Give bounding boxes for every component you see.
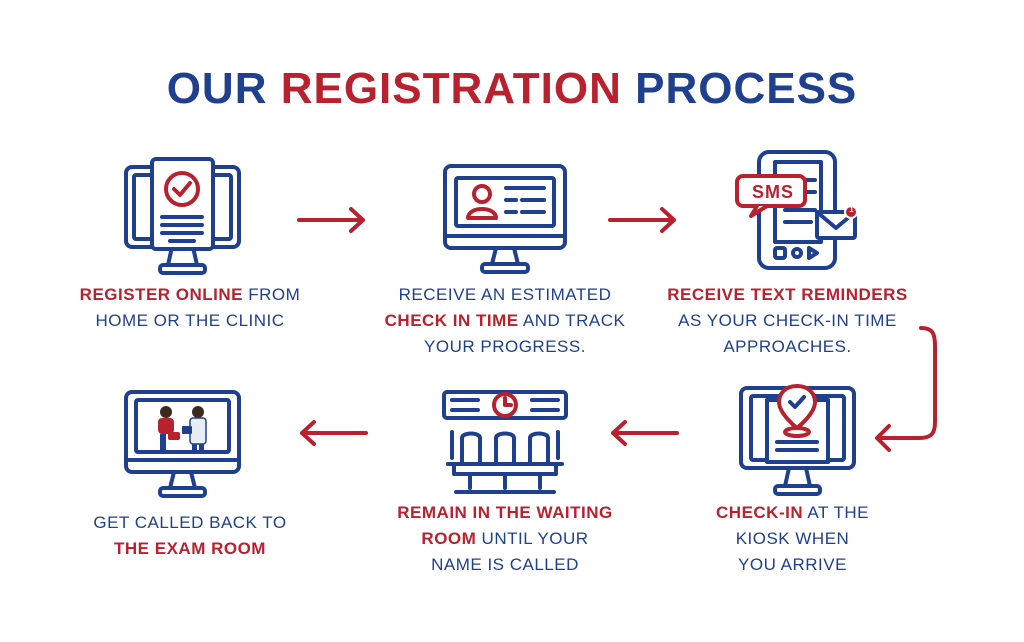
step-3-caption: RECEIVE TEXT REMINDERS AS YOUR CHECK-IN … — [650, 282, 925, 360]
step-4-caption: CHECK-IN AT THE KIOSK WHEN YOU ARRIVE — [680, 500, 905, 578]
step-3-highlight: RECEIVE TEXT REMINDERS — [667, 285, 908, 304]
step-2-highlight: CHECK IN TIME — [384, 311, 519, 330]
step-5-text: UNTIL YOUR — [476, 529, 589, 548]
step-5-caption: REMAIN IN THE WAITING ROOM UNTIL YOUR NA… — [360, 500, 650, 578]
waiting-room-chairs-icon — [440, 388, 570, 500]
arrow-right-icon — [295, 205, 370, 235]
step-3-line-2: AS YOUR CHECK-IN TIME — [678, 311, 897, 330]
step-6-line-1: GET CALLED BACK TO — [93, 513, 287, 532]
title-part-2: REGISTRATION — [280, 64, 622, 113]
computer-profile-icon — [440, 160, 570, 280]
step-5-highlight-2: ROOM — [421, 529, 477, 548]
computer-doctor-patient-icon — [120, 388, 245, 503]
step-1-caption: REGISTER ONLINE FROM HOME OR THE CLINIC — [50, 282, 330, 334]
notification-badge: 1 — [849, 205, 854, 214]
curved-arrow-down-icon — [865, 322, 945, 462]
step-5-line-3: NAME IS CALLED — [431, 555, 579, 574]
title-part-1: OUR — [166, 64, 281, 113]
arrow-right-icon — [606, 205, 681, 235]
title-part-3: PROCESS — [621, 64, 858, 113]
step-4-highlight: CHECK-IN — [716, 503, 804, 522]
computer-checkmark-icon — [120, 155, 245, 280]
step-3-line-3: APPROACHES. — [723, 337, 852, 356]
step-1-highlight: REGISTER ONLINE — [79, 285, 244, 304]
kiosk-location-icon — [735, 382, 860, 502]
page-title: OUR REGISTRATION PROCESS — [0, 64, 1024, 114]
step-2-line-1: RECEIVE AN ESTIMATED — [398, 285, 612, 304]
step-2-caption: RECEIVE AN ESTIMATED CHECK IN TIME AND T… — [360, 282, 650, 360]
step-5-highlight-1: REMAIN IN THE WAITING — [397, 503, 613, 522]
step-1-line-2: HOME OR THE CLINIC — [95, 311, 285, 330]
step-6-caption: GET CALLED BACK TO THE EXAM ROOM — [50, 510, 330, 562]
arrow-left-icon — [606, 418, 681, 448]
step-2-line-3: YOUR PROGRESS. — [424, 337, 586, 356]
step-2-text: AND TRACK — [518, 311, 626, 330]
step-4-text: AT THE — [803, 503, 869, 522]
step-6-highlight: THE EXAM ROOM — [114, 539, 266, 558]
step-4-line-2: KIOSK WHEN — [735, 529, 850, 548]
sms-label: SMS — [751, 182, 794, 202]
arrow-left-icon — [295, 418, 370, 448]
step-4-line-3: YOU ARRIVE — [738, 555, 847, 574]
step-1-text: FROM — [243, 285, 301, 304]
phone-sms-icon: SMS 1 — [735, 148, 865, 273]
